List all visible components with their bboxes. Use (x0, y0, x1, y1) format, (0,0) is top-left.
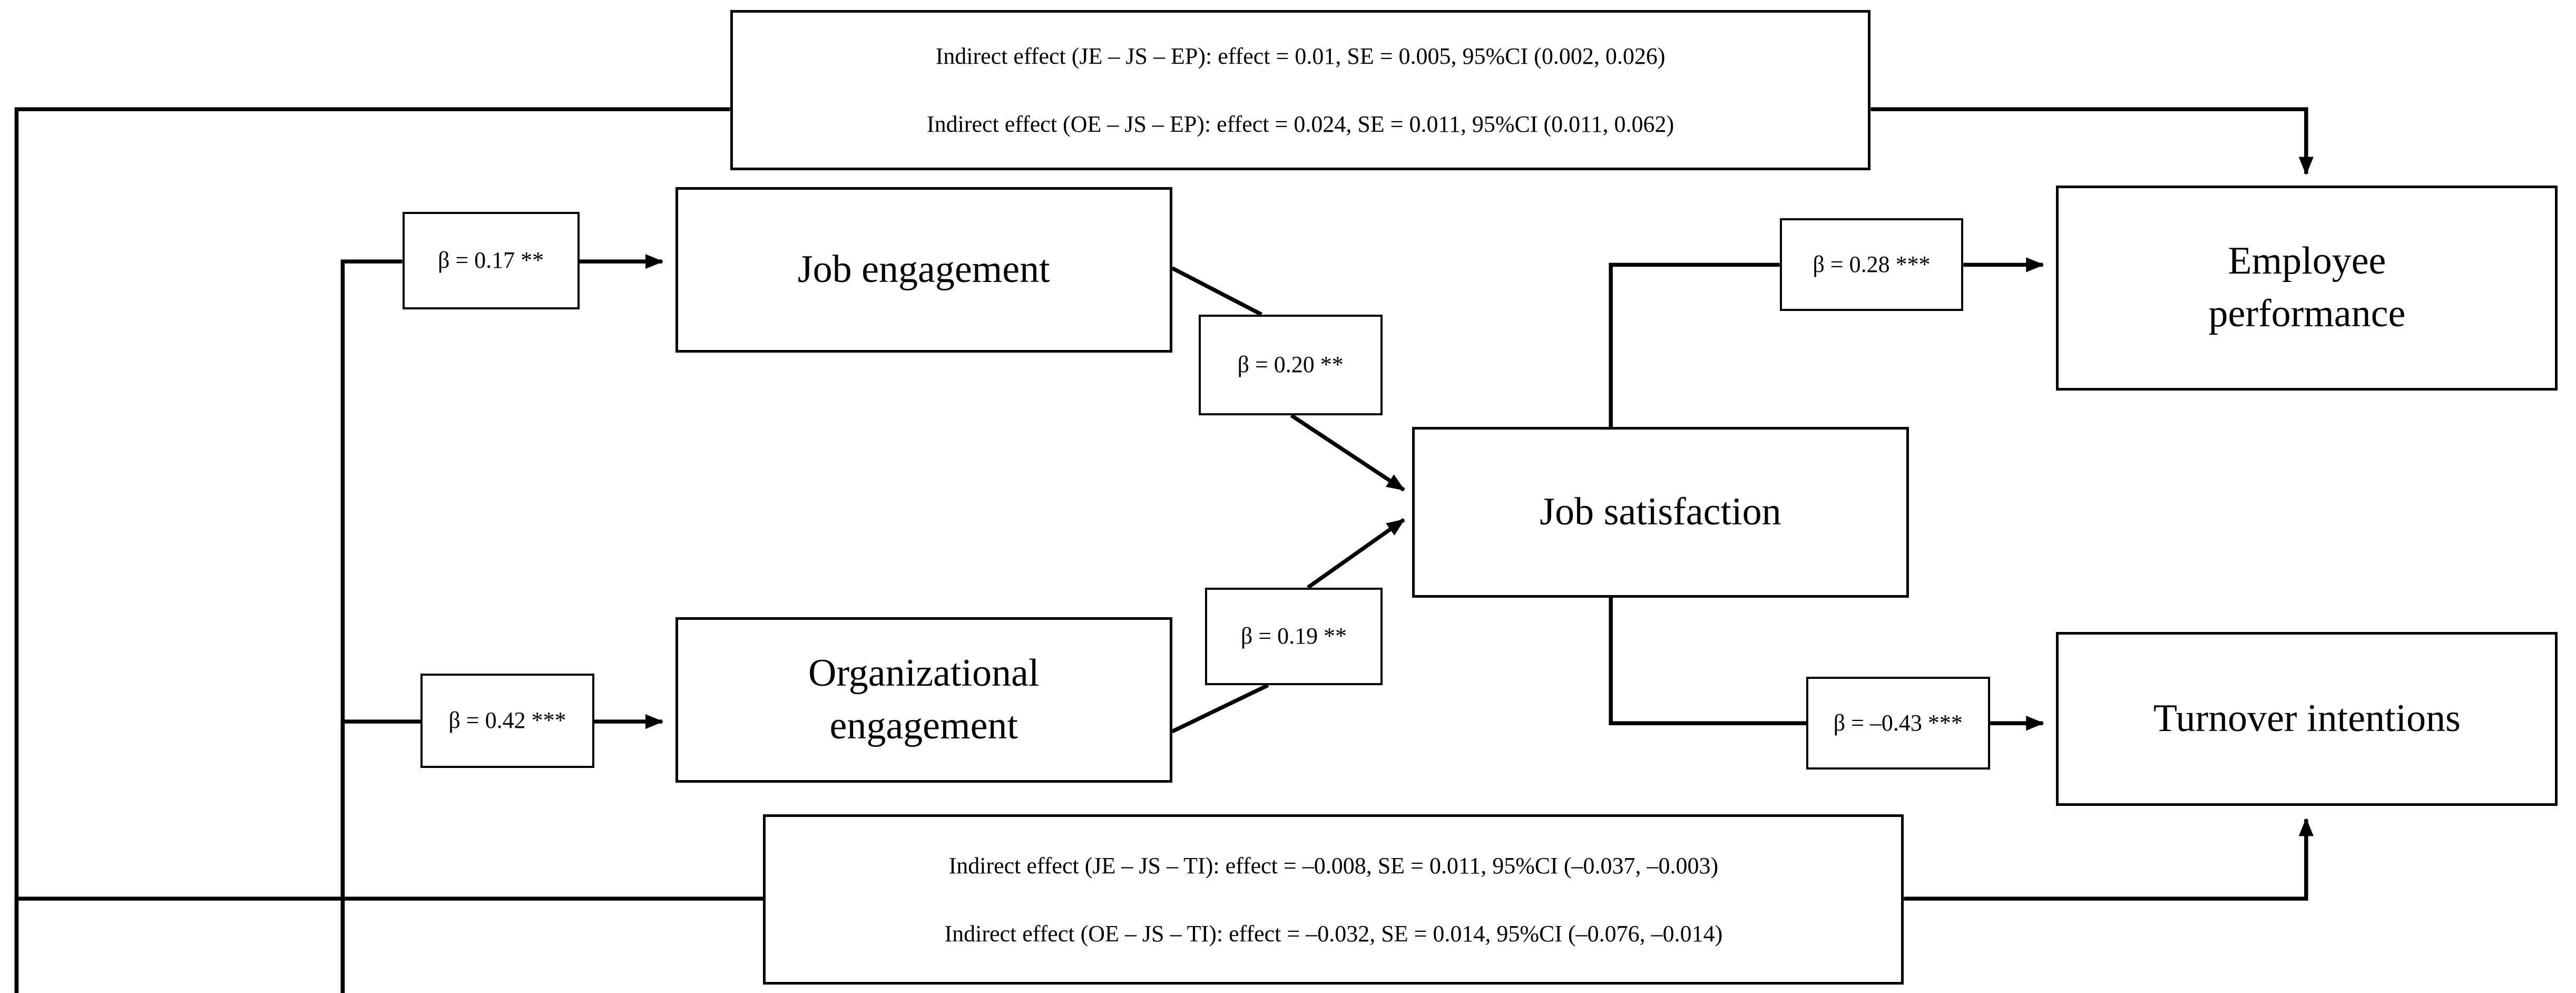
construct-box-turnover-intentions[interactable]: Turnover intentions (2056, 632, 2558, 806)
indirect-effects-box-employee-performance[interactable]: Indirect effect (JE – JS – EP): effect =… (730, 9, 1871, 171)
connector-job-satisfaction-to-coef-ep (1609, 262, 1780, 427)
construct-label-organizational-engagement: Organizational engagement (808, 647, 1039, 753)
construct-label-job-engagement: Job engagement (798, 244, 1050, 296)
connector-job-satisfaction-to-coef-ti (1609, 597, 1806, 725)
employee-performance-label-line-2: performance (2208, 292, 2406, 336)
org-engagement-label-line-2: engagement (829, 704, 1018, 748)
indirect-effect-je-js-ep-text: Indirect effect (JE – JS – EP): effect =… (935, 43, 1666, 70)
turnover-intentions-label-line-1: Turnover intentions (2153, 697, 2461, 741)
path-coefficient-hrm-to-organizational-engagement[interactable]: β = 0.42 *** (420, 673, 594, 768)
path-coefficient-hrm-to-job-engagement[interactable]: β = 0.17 ** (402, 211, 580, 310)
construct-box-job-satisfaction[interactable]: Job satisfaction (1412, 427, 1909, 598)
org-engagement-label-line-1: Organizational (808, 651, 1040, 695)
construct-label-job-satisfaction: Job satisfaction (1540, 486, 1781, 539)
connector-bottom-annotation-to-turnover-intentions (1904, 817, 2314, 901)
indirect-effect-oe-js-ti-text: Indirect effect (OE – JS – TI): effect =… (944, 920, 1723, 947)
connector-org-engagement-to-coef (1171, 683, 1269, 734)
path-coefficient-job-engagement-to-job-satisfaction[interactable]: β = 0.20 ** (1198, 314, 1383, 416)
construct-label-turnover-intentions: Turnover intentions (2153, 693, 2461, 745)
construct-label-employee-performance: Employee performance (2208, 235, 2405, 340)
path-coefficient-job-satisfaction-to-employee-performance[interactable]: β = 0.28 *** (1779, 218, 1964, 311)
path-coefficient-job-satisfaction-to-turnover-intentions[interactable]: β = –0.43 *** (1806, 677, 1990, 770)
connector-coef-to-job-satisfaction-upper (1290, 413, 1405, 492)
connector-hrm-to-org-engagement (340, 719, 421, 993)
connector-coef-to-job-satisfaction-lower (1307, 518, 1405, 589)
connector-hrm-to-top-annotation (14, 107, 730, 993)
path-coefficient-organizational-engagement-to-job-satisfaction[interactable]: β = 0.19 ** (1205, 587, 1383, 685)
employee-performance-label-line-1: Employee (2228, 239, 2386, 283)
indirect-effect-je-js-ti-text: Indirect effect (JE – JS – TI): effect =… (948, 852, 1719, 879)
indirect-effects-box-turnover-intentions[interactable]: Indirect effect (JE – JS – TI): effect =… (763, 814, 1904, 985)
construct-box-job-engagement[interactable]: Job engagement (675, 187, 1172, 353)
job-engagement-label-line-1: Job engagement (797, 247, 1050, 291)
connector-top-annotation-to-employee-performance (1870, 107, 2314, 176)
connector-job-engagement-to-coef (1171, 266, 1262, 316)
connector-hrm-to-job-engagement (340, 259, 403, 993)
construct-box-employee-performance[interactable]: Employee performance (2056, 185, 2558, 391)
job-satisfaction-label-line-1: Job satisfaction (1540, 490, 1781, 533)
construct-box-organizational-engagement[interactable]: Organizational engagement (675, 617, 1172, 783)
indirect-effect-oe-js-ep-text: Indirect effect (OE – JS – EP): effect =… (926, 111, 1674, 138)
connector-hrm-to-bottom-annotation (14, 897, 763, 993)
